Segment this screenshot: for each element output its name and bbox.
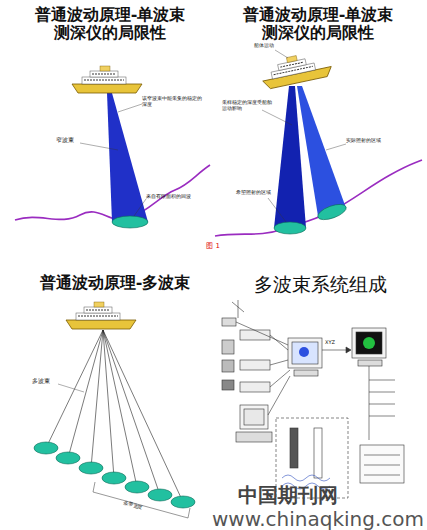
watermark: www.chinaqking.com bbox=[212, 508, 427, 530]
leader-line bbox=[275, 50, 288, 58]
arrow-head bbox=[346, 347, 351, 353]
computer-screen bbox=[292, 342, 318, 364]
footprint-ellipse bbox=[316, 201, 348, 223]
survey-boat bbox=[259, 49, 333, 90]
footprint-ellipse bbox=[148, 489, 172, 501]
sensor-box bbox=[240, 382, 270, 392]
computer-screen bbox=[356, 332, 382, 354]
beam-line bbox=[103, 330, 183, 502]
signal-wire bbox=[369, 392, 395, 393]
sensor-cylinder bbox=[222, 340, 234, 354]
sonar-beam bbox=[297, 86, 346, 216]
signal-wire bbox=[322, 350, 346, 351]
dimension-label: 条带宽度 bbox=[122, 500, 152, 514]
swath-bracket bbox=[93, 482, 190, 518]
beam-line bbox=[103, 330, 114, 478]
leader-line bbox=[80, 143, 118, 150]
beam-line bbox=[91, 330, 103, 468]
computer-base bbox=[358, 360, 382, 366]
callout-label: 该窄波束中能采集的稳定的深度 bbox=[142, 96, 204, 108]
callout-label: 来自有限面积的回波 bbox=[146, 194, 204, 200]
leader-line bbox=[262, 110, 292, 125]
signal-wire bbox=[270, 335, 288, 350]
footprint-ellipse bbox=[171, 496, 195, 508]
beam-fan bbox=[46, 330, 183, 502]
callout-label: 采样稳定的深度受船舶运动影响 bbox=[222, 100, 272, 112]
callout-label: 船体运动 bbox=[254, 43, 284, 49]
leader-line bbox=[326, 144, 346, 150]
report-stack bbox=[360, 445, 404, 483]
signal-wire bbox=[369, 366, 370, 380]
signal-wire bbox=[236, 322, 288, 345]
computer-screen bbox=[244, 409, 264, 425]
signal-wire bbox=[369, 416, 395, 417]
signal-wire bbox=[270, 360, 288, 365]
water-wave bbox=[282, 475, 330, 481]
footprint-ellipse bbox=[125, 481, 149, 493]
report-line bbox=[364, 455, 400, 456]
report-line bbox=[364, 465, 400, 466]
beam-line bbox=[103, 330, 137, 487]
watermark: 中国期刊网 bbox=[238, 484, 378, 507]
beam-line bbox=[103, 330, 160, 495]
panel-title: 普通波动原理-单波束 测深仪的局限性 bbox=[30, 6, 190, 43]
survey-boat bbox=[66, 302, 136, 329]
computer-monitor bbox=[240, 405, 268, 429]
panel-title: 普通波动原理-多波束 bbox=[20, 274, 210, 292]
computer-base bbox=[294, 370, 318, 376]
leader-line bbox=[58, 384, 84, 392]
callout-label: 希望照射的区域 bbox=[236, 190, 276, 196]
transducer bbox=[290, 428, 298, 468]
signal-wire bbox=[369, 380, 370, 440]
signal-wire bbox=[268, 376, 290, 415]
leader-line bbox=[268, 198, 286, 222]
leader-line bbox=[118, 104, 142, 112]
beam-line bbox=[68, 330, 103, 458]
screen-plot bbox=[299, 347, 309, 357]
footprint-ellipse bbox=[274, 222, 306, 234]
computer-base bbox=[236, 432, 272, 442]
figure-caption: 图 1 bbox=[196, 242, 230, 250]
footprint-ellipse bbox=[79, 462, 103, 474]
system-diagram bbox=[222, 300, 404, 498]
report-line bbox=[364, 475, 400, 476]
panel-title: 普通波动原理-单波束 测深仪的局限性 bbox=[238, 6, 398, 43]
footprint-ellipse bbox=[56, 452, 80, 464]
leader-line bbox=[134, 199, 146, 216]
survey-boat bbox=[72, 66, 142, 93]
sensor-box bbox=[222, 318, 236, 326]
footprint-ellipse bbox=[112, 216, 148, 228]
computer-monitor bbox=[352, 328, 386, 358]
sensor-box bbox=[240, 360, 270, 370]
sonar-beam bbox=[107, 93, 148, 222]
sound-velocity-probe bbox=[314, 428, 322, 478]
panel-title: 多波束系统组成 bbox=[225, 274, 415, 296]
footprint-ellipse bbox=[102, 472, 126, 484]
signal-wire bbox=[369, 404, 395, 405]
antenna bbox=[232, 302, 244, 312]
callout-label: 窄波束 bbox=[56, 137, 84, 144]
sensor-box bbox=[222, 360, 234, 372]
callout-label: 多波束 bbox=[32, 378, 60, 385]
screen-plot bbox=[363, 337, 375, 349]
computer-monitor bbox=[288, 338, 322, 368]
callout-label: 实际照射的区域 bbox=[346, 138, 392, 144]
signal-wire bbox=[270, 370, 290, 387]
sensor-box bbox=[222, 380, 234, 390]
signal-wire bbox=[369, 380, 395, 381]
signal-label: XYZ bbox=[325, 340, 345, 346]
footprint-ellipse bbox=[34, 442, 58, 454]
antenna bbox=[238, 300, 239, 318]
